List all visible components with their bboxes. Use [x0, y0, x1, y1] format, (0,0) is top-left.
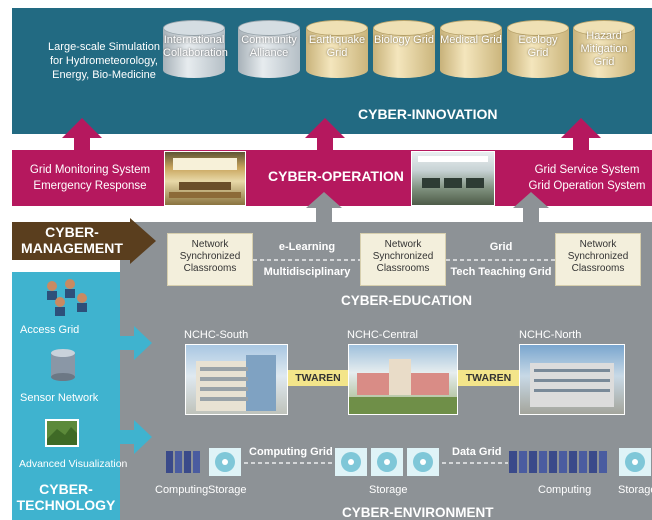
sensor-network-icon: [51, 349, 75, 381]
arrow-right-icon: [118, 326, 152, 360]
classroom-box-3: Network Synchronized Classrooms: [555, 233, 641, 286]
nchc-north-label: NCHC-North: [519, 329, 582, 341]
arrow-up-icon: [513, 192, 549, 222]
visualization-icon: [45, 419, 79, 447]
classroom-box-2: Network Synchronized Classrooms: [360, 233, 446, 286]
twaren-link-2: TWAREN: [458, 370, 519, 386]
e-learning-label: e-Learning: [278, 241, 336, 253]
cyber-technology-panel: [12, 272, 120, 520]
storage-icon: [407, 448, 439, 476]
nchc-south-label: NCHC-South: [184, 329, 249, 341]
computing-cluster-icon: [509, 451, 607, 473]
building-illustration: [196, 355, 276, 411]
storage-icon: [371, 448, 403, 476]
access-grid-label: Access Grid: [20, 324, 80, 336]
storage-label-3: Storage: [618, 484, 652, 496]
cyber-management-arrow: [12, 218, 156, 264]
cyber-operation-panel: [12, 150, 652, 206]
cyber-operation-title: CYBER-OPERATION: [268, 168, 404, 184]
nchc-central-label: NCHC-Central: [347, 329, 418, 341]
cyber-environment-title: CYBER-ENVIRONMENT: [342, 505, 494, 520]
cylinder-community-alliance: Community Alliance: [238, 20, 300, 86]
room-illustration: [169, 158, 241, 198]
cylinder-international-collaboration: International Collaboration: [163, 20, 228, 86]
building-illustration: [349, 359, 457, 414]
sensor-network-label: Sensor Network: [20, 392, 99, 404]
multidisciplinary-label: Multidisciplinary: [263, 266, 351, 278]
simulation-label: Large-scale Simulation for Hydrometeorol…: [48, 41, 160, 81]
cylinder-earthquake-grid: Earthquake Grid: [306, 20, 368, 86]
computing-label-1: Computing: [155, 484, 209, 496]
data-grid-label: Data Grid: [452, 446, 502, 458]
storage-icon: [209, 448, 241, 476]
computing-label-2: Computing: [538, 484, 592, 496]
storage-label-1: Storage: [208, 484, 247, 496]
cyber-technology-label: CYBER- TECHNOLOGY: [16, 481, 116, 513]
storage-icon: [619, 448, 651, 476]
computing-cluster-icon: [166, 451, 200, 473]
advanced-visualization-label: Advanced Visualization: [19, 458, 128, 470]
grid-label: Grid: [489, 241, 513, 253]
arrow-up-icon: [306, 192, 342, 222]
storage-label-2: Storage: [369, 484, 408, 496]
building-illustration: [530, 363, 614, 407]
arrow-right-icon: [118, 420, 152, 454]
nchc-central-building: [348, 344, 458, 415]
dashed-link: [253, 259, 360, 261]
nchc-south-building: [185, 344, 288, 415]
cylinder-ecology-grid: Ecology Grid: [507, 20, 569, 86]
classroom-box-1: Network Synchronized Classrooms: [167, 233, 253, 286]
cylinder-hazard-mitigation-grid: Hazard Mitigation Grid: [573, 20, 635, 86]
control-room-photo-right: [411, 151, 495, 206]
cyber-education-title: CYBER-EDUCATION: [341, 293, 472, 308]
room-illustration: [418, 156, 488, 188]
twaren-link-1: TWAREN: [288, 370, 348, 386]
control-room-photo-left: [164, 151, 246, 206]
storage-icon: [335, 448, 367, 476]
grid-monitoring-label: Grid Monitoring System Emergency Respons…: [29, 164, 151, 192]
nchc-north-building: [519, 344, 625, 415]
cylinder-biology-grid: Biology Grid: [373, 20, 435, 86]
cylinder-medical-grid: Medical Grid: [440, 20, 502, 86]
cyber-innovation-title: CYBER-INNOVATION: [358, 106, 498, 122]
cyber-management-label: CYBER- MANAGEMENT: [21, 224, 123, 256]
access-grid-icon: [47, 279, 87, 316]
arrow-up-icon: [305, 118, 345, 152]
dashed-link: [442, 462, 508, 464]
tech-teaching-grid-label: Tech Teaching Grid: [450, 266, 552, 278]
dashed-link: [446, 259, 555, 261]
dashed-link: [244, 462, 334, 464]
computing-grid-label: Computing Grid: [249, 446, 333, 458]
arrow-up-icon: [62, 118, 102, 152]
arrow-up-icon: [561, 118, 601, 152]
grid-service-label: Grid Service System Grid Operation Syste…: [528, 164, 646, 192]
